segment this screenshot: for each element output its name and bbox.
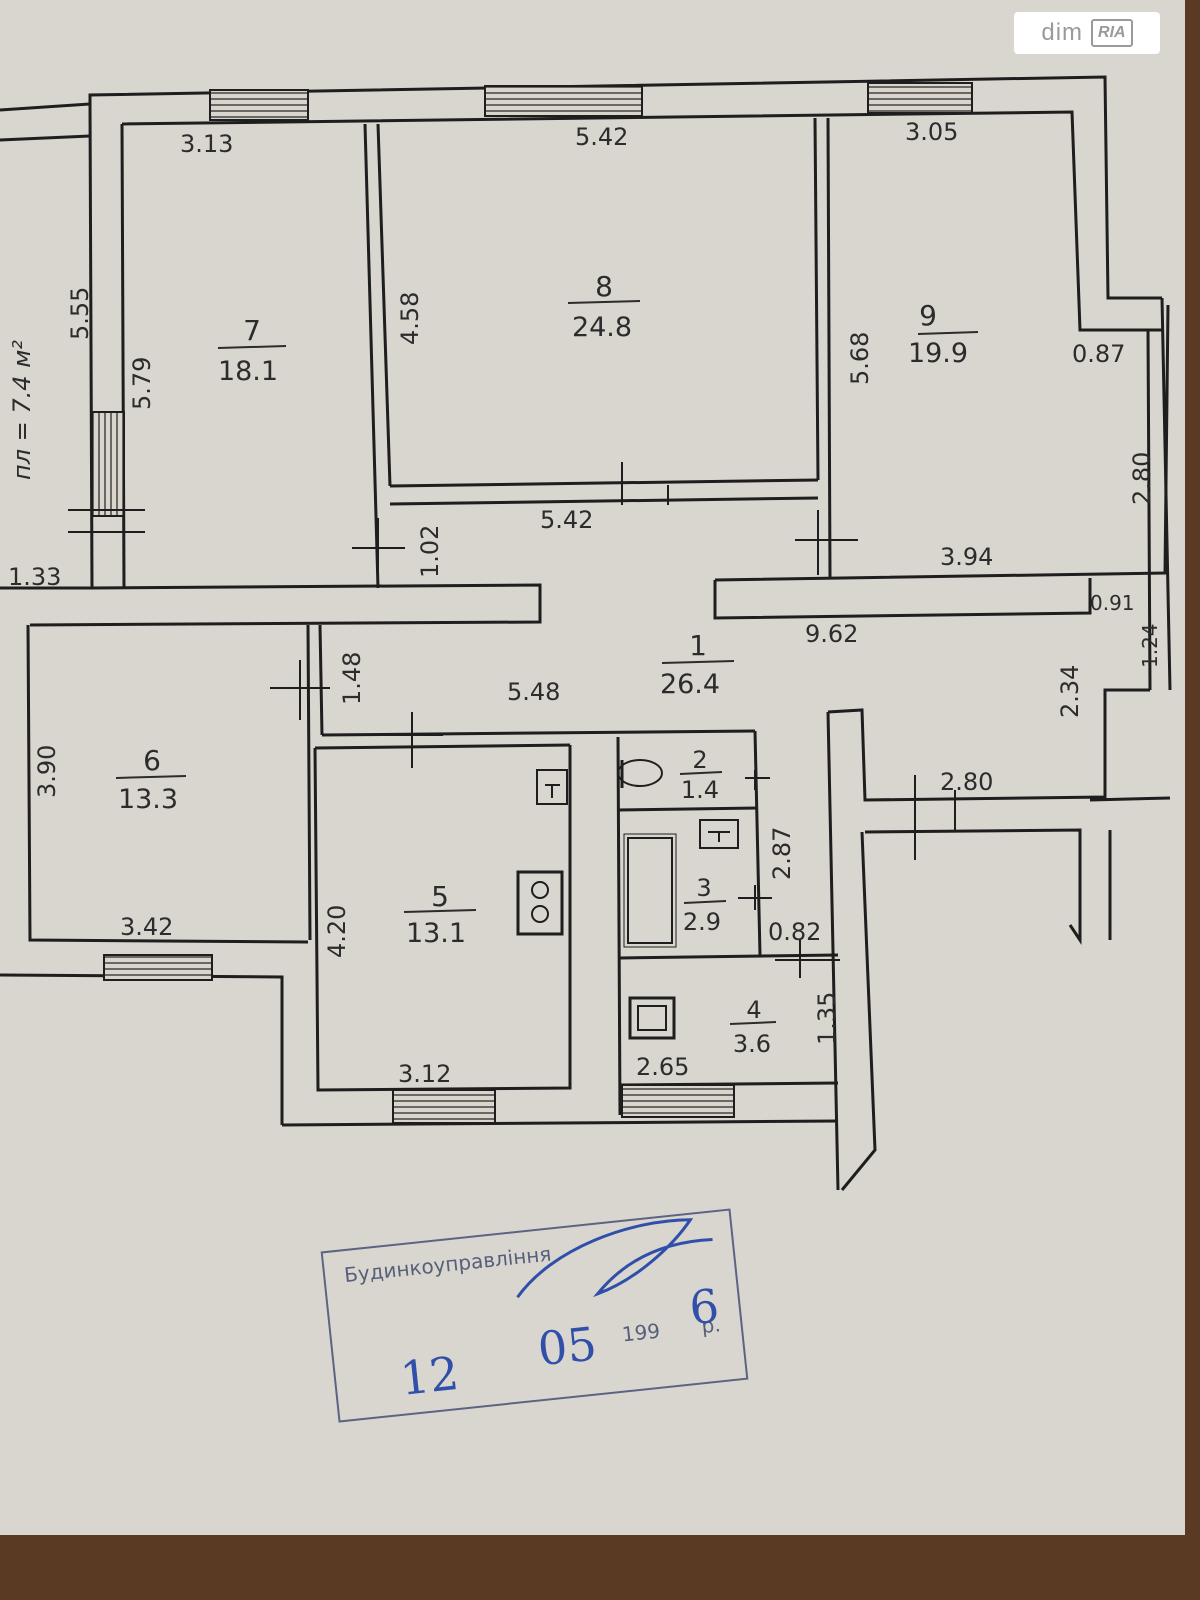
room-3-label: 3 2.9 (683, 874, 727, 936)
dim-3-13: 3.13 (180, 130, 233, 158)
room-4-label: 4 3.6 (729, 996, 777, 1058)
dim-3-05: 3.05 (905, 118, 958, 146)
dim-2-65: 2.65 (636, 1053, 689, 1081)
room-6-label: 6 13.3 (115, 744, 187, 815)
dim-2-80-right: 2.80 (1128, 452, 1156, 505)
dimension-labels: 3.13 5.42 3.05 5.55 5.79 4.58 5.68 0.87 … (8, 118, 1162, 1088)
svg-text:1: 1 (689, 629, 707, 662)
room-5-label: 5 13.1 (403, 880, 477, 949)
dim-4-20: 4.20 (323, 905, 351, 958)
dim-2-80-hall: 2.80 (940, 768, 993, 796)
svg-text:2.9: 2.9 (683, 908, 721, 936)
signature-scribble (516, 1218, 713, 1299)
dim-ria-watermark: dim RIA (1014, 12, 1160, 54)
stove-icon (516, 870, 564, 936)
dim-3-94: 3.94 (940, 543, 993, 571)
dim-5-55: 5.55 (66, 287, 94, 340)
dim-2-87: 2.87 (768, 827, 796, 880)
svg-text:24.8: 24.8 (572, 312, 632, 343)
dim-2-34: 2.34 (1056, 665, 1084, 718)
svg-text:9: 9 (919, 299, 937, 332)
handwritten-year: 6 (687, 1278, 722, 1335)
room-7-label: 7 18.1 (218, 314, 287, 387)
dim-5-48: 5.48 (507, 678, 560, 706)
paper (0, 0, 1185, 1535)
dim-5-42-top: 5.42 (575, 123, 628, 151)
svg-text:18.1: 18.1 (218, 356, 278, 387)
watermark-brand: dim (1041, 19, 1084, 46)
windows (91, 82, 973, 1124)
dim-3-12: 3.12 (398, 1060, 451, 1088)
svg-text:3.6: 3.6 (733, 1030, 771, 1058)
svg-text:6: 6 (143, 744, 161, 777)
kitchen-sink-icon (536, 769, 568, 805)
dim-3-90: 3.90 (33, 745, 61, 798)
dim-0-91: 0.91 (1090, 591, 1135, 615)
balcony-area-note: пл = 7.4 м² (8, 340, 36, 480)
door-marks (68, 462, 956, 978)
laundry-sink-icon (628, 996, 676, 1040)
bathtub-icon (623, 833, 677, 948)
dim-4-58: 4.58 (396, 292, 424, 345)
dim-0-82: 0.82 (768, 918, 821, 946)
dim-3-42: 3.42 (120, 913, 173, 941)
stamp-suffix: р. (700, 1312, 721, 1338)
room-9-label: 9 19.9 (908, 299, 979, 369)
svg-text:2: 2 (692, 746, 707, 774)
room-labels: 7 18.1 8 24.8 9 19.9 6 13.3 5 (115, 270, 979, 1058)
svg-text:13.1: 13.1 (406, 918, 466, 949)
dim-1-33: 1.33 (8, 563, 61, 591)
handwritten-month: 05 (535, 1316, 599, 1376)
watermark-ria-logo: RIA (1091, 19, 1133, 47)
floor-plan-sheet: 7 18.1 8 24.8 9 19.9 6 13.3 5 (0, 0, 1185, 1535)
fixtures (516, 759, 739, 1040)
svg-text:4: 4 (746, 996, 761, 1024)
dim-1-24: 1.24 (1138, 623, 1162, 668)
stamp-year: 199 (621, 1319, 661, 1347)
dim-5-79: 5.79 (128, 357, 156, 410)
dim-0-87: 0.87 (1072, 340, 1125, 368)
svg-text:26.4: 26.4 (660, 669, 720, 700)
svg-text:3: 3 (696, 874, 711, 902)
room-2-label: 2 1.4 (679, 746, 723, 804)
dim-1-02: 1.02 (416, 525, 444, 578)
svg-text:7: 7 (243, 314, 261, 347)
svg-text:19.9: 19.9 (908, 338, 968, 369)
room-1-label: 1 26.4 (660, 629, 735, 700)
svg-text:8: 8 (595, 270, 613, 303)
dim-5-42-mid: 5.42 (540, 506, 593, 534)
svg-text:13.3: 13.3 (118, 784, 178, 815)
svg-text:5: 5 (431, 880, 449, 913)
svg-text:1.4: 1.4 (681, 776, 719, 804)
handwritten-day: 12 (398, 1346, 462, 1406)
dim-1-48: 1.48 (338, 652, 366, 705)
toilet-icon (617, 759, 663, 788)
dim-9-62: 9.62 (805, 620, 858, 648)
walls (0, 75, 1172, 1191)
room-8-label: 8 24.8 (567, 270, 641, 343)
dim-5-68: 5.68 (846, 332, 874, 385)
dim-1-35: 1.35 (813, 992, 841, 1045)
washbasin-icon (699, 819, 739, 849)
